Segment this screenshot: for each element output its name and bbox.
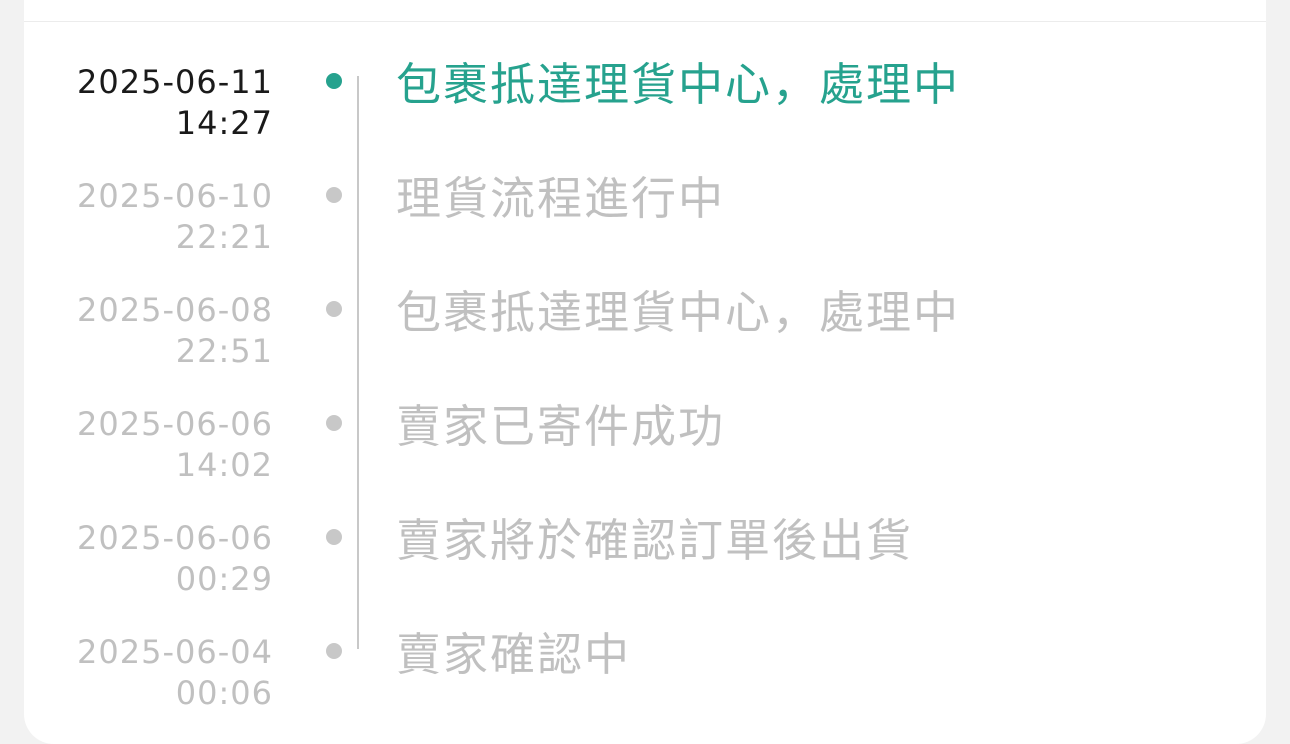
event-status: 理貨流程進行中: [396, 172, 726, 225]
event-timestamp: 2025-06-10 22:21: [77, 176, 273, 258]
event-timestamp: 2025-06-08 22:51: [77, 290, 273, 372]
timeline-dot-active-icon: [326, 73, 342, 89]
timeline-event: 2025-06-04 00:06 賣家確認中: [0, 628, 1290, 732]
event-date: 2025-06-06: [77, 519, 273, 557]
tracking-card: [24, 0, 1266, 744]
event-status: 賣家確認中: [396, 628, 632, 681]
event-date: 2025-06-04: [77, 633, 273, 671]
event-time: 00:29: [175, 560, 273, 598]
timeline-dot-icon: [326, 187, 342, 203]
event-date: 2025-06-06: [77, 405, 273, 443]
event-time: 00:06: [175, 674, 273, 712]
event-status: 賣家已寄件成功: [396, 400, 726, 453]
timeline-dot-icon: [326, 415, 342, 431]
event-date: 2025-06-11: [77, 63, 273, 101]
timeline-event: 2025-06-10 22:21 理貨流程進行中: [0, 172, 1290, 276]
event-date: 2025-06-08: [77, 291, 273, 329]
event-timestamp: 2025-06-06 00:29: [77, 518, 273, 600]
event-time: 14:27: [175, 104, 273, 142]
event-time: 22:51: [175, 332, 273, 370]
event-time: 14:02: [175, 446, 273, 484]
timeline-dot-icon: [326, 529, 342, 545]
event-status: 包裹抵達理貨中心，處理中: [396, 286, 961, 339]
timeline-dot-icon: [326, 643, 342, 659]
event-status: 賣家將於確認訂單後出貨: [396, 514, 914, 567]
event-timestamp: 2025-06-11 14:27: [77, 62, 273, 144]
timeline-dot-icon: [326, 301, 342, 317]
timeline-event: 2025-06-06 14:02 賣家已寄件成功: [0, 400, 1290, 504]
event-timestamp: 2025-06-04 00:06: [77, 632, 273, 714]
divider: [24, 21, 1266, 22]
timeline-line: [357, 76, 359, 649]
timeline-event: 2025-06-06 00:29 賣家將於確認訂單後出貨: [0, 514, 1290, 618]
event-time: 22:21: [175, 218, 273, 256]
timeline-event: 2025-06-08 22:51 包裹抵達理貨中心，處理中: [0, 286, 1290, 390]
event-date: 2025-06-10: [77, 177, 273, 215]
event-timestamp: 2025-06-06 14:02: [77, 404, 273, 486]
timeline-event-current: 2025-06-11 14:27 包裹抵達理貨中心，處理中: [0, 58, 1290, 162]
event-status: 包裹抵達理貨中心，處理中: [396, 58, 961, 111]
